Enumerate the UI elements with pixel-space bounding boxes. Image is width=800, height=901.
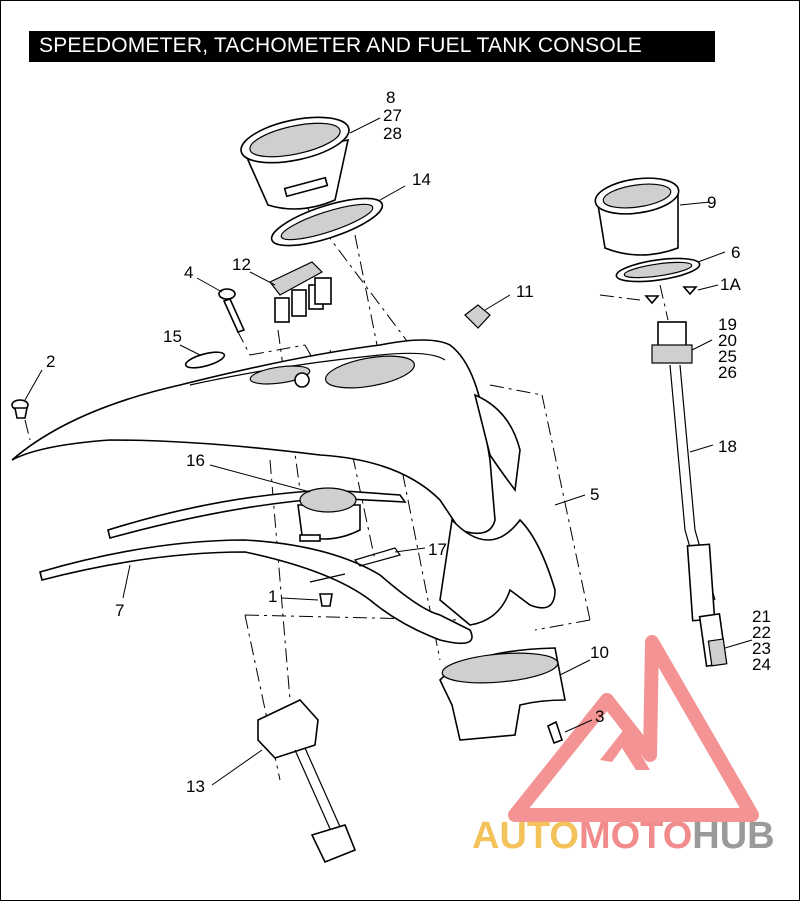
label-26: 26 [718, 363, 737, 382]
console-gasket-small [184, 351, 226, 369]
fuel-tank-console [11, 339, 556, 626]
label-18: 18 [718, 437, 737, 456]
label-23: 23 [752, 639, 771, 658]
tachometer [594, 177, 680, 256]
speedometer [240, 116, 350, 210]
tachometer-harness [651, 321, 728, 668]
lower-switch-harness [257, 699, 357, 864]
grommet [464, 304, 491, 329]
ignition-switch [297, 487, 361, 542]
leader-lines [24, 117, 753, 786]
watermark-hub: HUB [692, 815, 775, 857]
bracket-screw [547, 720, 564, 745]
label-16: 16 [186, 451, 205, 470]
retaining-clip [309, 547, 401, 583]
title-bar: SPEEDOMETER, TACHOMETER AND FUEL TANK CO… [29, 31, 715, 62]
console-trim [39, 489, 473, 645]
page-title: SPEEDOMETER, TACHOMETER AND FUEL TANK CO… [39, 34, 642, 57]
label-20: 20 [718, 331, 737, 350]
label-10: 10 [590, 643, 609, 662]
label-24: 24 [752, 655, 771, 674]
label-1A: 1A [720, 275, 741, 294]
assembly-centerlines [24, 184, 669, 781]
label-9: 9 [707, 193, 716, 212]
label-1: 1 [268, 587, 277, 606]
watermark-auto: AUTO [472, 815, 579, 857]
label-25: 25 [718, 347, 737, 366]
label-12: 12 [232, 255, 251, 274]
callout-labels: 8 27 28 14 9 6 1A 12 4 11 15 2 19 20 25 … [46, 88, 771, 796]
label-3: 3 [595, 707, 604, 726]
watermark-logo-icon [508, 635, 759, 822]
tachometer-screws [644, 286, 698, 305]
label-14: 14 [412, 170, 431, 189]
tachometer-gasket [615, 257, 701, 283]
label-4: 4 [184, 263, 193, 282]
indicator-connector [269, 261, 332, 323]
label-19: 19 [718, 315, 737, 334]
speedometer-gasket [270, 197, 384, 247]
label-2: 2 [46, 352, 55, 371]
console-end-screw [11, 399, 29, 419]
label-27: 27 [383, 106, 402, 125]
label-22: 22 [752, 623, 771, 642]
watermark-moto: MOTO [578, 815, 693, 857]
label-15: 15 [163, 327, 182, 346]
label-13: 13 [186, 777, 205, 796]
label-8: 8 [386, 88, 395, 107]
mounting-screw [319, 593, 333, 607]
label-17: 17 [428, 540, 447, 559]
label-11: 11 [516, 282, 534, 301]
label-28: 28 [383, 124, 402, 143]
console-bracket [439, 647, 566, 741]
label-21: 21 [752, 607, 771, 626]
watermark-text: AUTOMOTOHUB [472, 815, 775, 858]
label-6: 6 [731, 243, 740, 262]
label-5: 5 [590, 485, 599, 504]
label-7: 7 [115, 601, 124, 620]
console-screw [218, 288, 246, 333]
